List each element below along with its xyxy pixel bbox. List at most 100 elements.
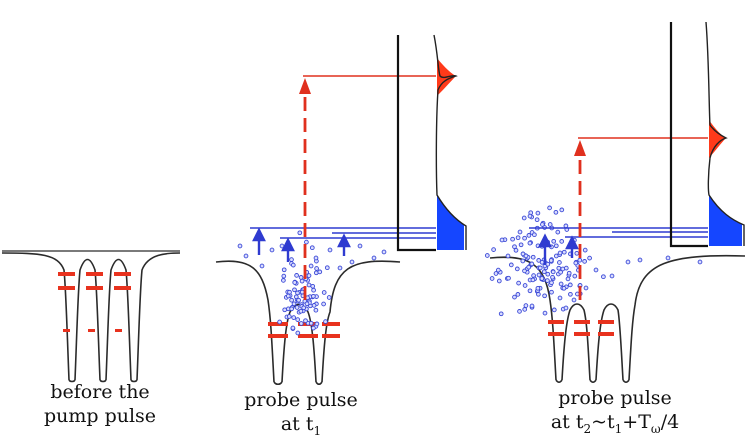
atom-dot bbox=[545, 278, 550, 283]
atom-dot bbox=[321, 290, 327, 295]
caption-subscript: 1 bbox=[313, 423, 322, 438]
caption-subscript: 2 bbox=[583, 421, 592, 436]
atom-dot bbox=[566, 270, 572, 276]
atom-dot bbox=[559, 239, 565, 244]
atom-dot bbox=[550, 274, 555, 280]
atom-dot bbox=[289, 297, 294, 303]
atom-dot bbox=[545, 271, 551, 277]
atom-dot bbox=[542, 310, 548, 316]
atom-dot bbox=[303, 318, 308, 324]
atom-dot bbox=[311, 293, 316, 299]
atom-dot bbox=[537, 265, 543, 271]
atom-dot bbox=[313, 307, 319, 313]
atom-cloud bbox=[484, 205, 703, 317]
atom-dot bbox=[541, 269, 547, 275]
probe-arrow bbox=[574, 137, 708, 300]
atom-dot bbox=[547, 205, 552, 211]
potential-wells-shallow bbox=[489, 254, 746, 384]
atom-dot bbox=[536, 291, 541, 297]
atom-dot bbox=[557, 260, 562, 265]
atom-dot bbox=[311, 325, 316, 331]
atom-dot bbox=[293, 294, 299, 300]
atom-dot bbox=[561, 285, 567, 291]
atom-dot bbox=[505, 253, 511, 259]
atom-dot bbox=[269, 247, 275, 253]
atom-dot bbox=[484, 253, 490, 258]
atom-dot bbox=[287, 289, 292, 295]
atom-dot bbox=[574, 250, 580, 256]
atom-dot bbox=[277, 319, 282, 325]
atom-dot bbox=[582, 247, 588, 253]
atom-dot bbox=[563, 265, 569, 271]
atom-dot bbox=[237, 243, 243, 249]
atom-dot bbox=[539, 276, 545, 281]
atom-dot bbox=[527, 288, 533, 294]
atom-dot bbox=[593, 267, 599, 273]
caption-subscript: ω bbox=[650, 421, 661, 436]
spectrum-curve bbox=[705, 21, 745, 246]
atom-dot bbox=[526, 233, 532, 238]
atom-dot bbox=[521, 215, 527, 221]
atom-dot bbox=[522, 283, 528, 288]
atom-dot bbox=[522, 307, 528, 312]
atom-dot bbox=[314, 266, 319, 271]
energy-levels bbox=[548, 320, 614, 336]
atom-dot bbox=[529, 303, 535, 309]
atom-dot bbox=[625, 259, 631, 265]
atom-dot bbox=[526, 264, 532, 270]
atom-dot bbox=[495, 267, 501, 273]
atom-dot bbox=[324, 265, 330, 271]
atom-dot bbox=[308, 263, 314, 269]
atom-dot bbox=[296, 297, 301, 303]
caption-probe-t1: probe pulse at t1 bbox=[236, 388, 366, 438]
atom-dot bbox=[583, 285, 589, 291]
caption-line: before the bbox=[50, 381, 150, 403]
atom-dot bbox=[577, 257, 583, 263]
atom-dot bbox=[568, 291, 573, 297]
atom-dot bbox=[587, 255, 592, 261]
atom-dot bbox=[499, 237, 505, 243]
panel-probe-t2 bbox=[484, 21, 746, 384]
atom-dot bbox=[321, 301, 326, 307]
atom-dot bbox=[558, 269, 563, 275]
atom-dot bbox=[565, 276, 571, 282]
atom-dot bbox=[289, 306, 294, 312]
atom-dot bbox=[601, 274, 606, 280]
atom-dot bbox=[298, 321, 304, 326]
atom-dot bbox=[371, 255, 377, 261]
atom-dot bbox=[540, 222, 545, 227]
atom-dot bbox=[513, 247, 519, 253]
atom-dot bbox=[498, 311, 504, 317]
caption-before-pump: before the pump pulse bbox=[30, 380, 170, 428]
atom-dot bbox=[304, 301, 310, 307]
energy-levels bbox=[268, 322, 340, 338]
atom-dot bbox=[292, 280, 298, 285]
atom-dot bbox=[582, 259, 587, 264]
atom-dot bbox=[506, 275, 511, 281]
panel-probe-t1 bbox=[215, 34, 467, 386]
atom-dot bbox=[555, 229, 561, 235]
atom-dot bbox=[609, 273, 615, 279]
probe-arrow bbox=[299, 75, 436, 300]
atom-dot bbox=[559, 207, 565, 213]
atom-dot bbox=[553, 243, 559, 249]
atom-dot bbox=[282, 307, 288, 313]
atom-dot bbox=[259, 263, 265, 269]
atom-dot bbox=[517, 229, 523, 235]
atom-dot bbox=[281, 267, 287, 273]
atom-dot bbox=[556, 265, 562, 271]
atom-dot bbox=[326, 295, 332, 300]
atom-dot bbox=[551, 238, 557, 244]
atom-dot bbox=[536, 258, 542, 263]
atom-dot bbox=[637, 257, 643, 263]
atom-dot bbox=[518, 242, 524, 248]
atom-dot bbox=[547, 222, 553, 227]
atom-dot bbox=[349, 259, 355, 265]
atom-dot bbox=[520, 258, 526, 264]
atom-dot bbox=[515, 292, 521, 297]
atom-dot bbox=[281, 278, 286, 283]
atom-dot bbox=[572, 273, 578, 279]
atom-dot bbox=[327, 247, 333, 253]
atom-dot bbox=[310, 283, 316, 289]
